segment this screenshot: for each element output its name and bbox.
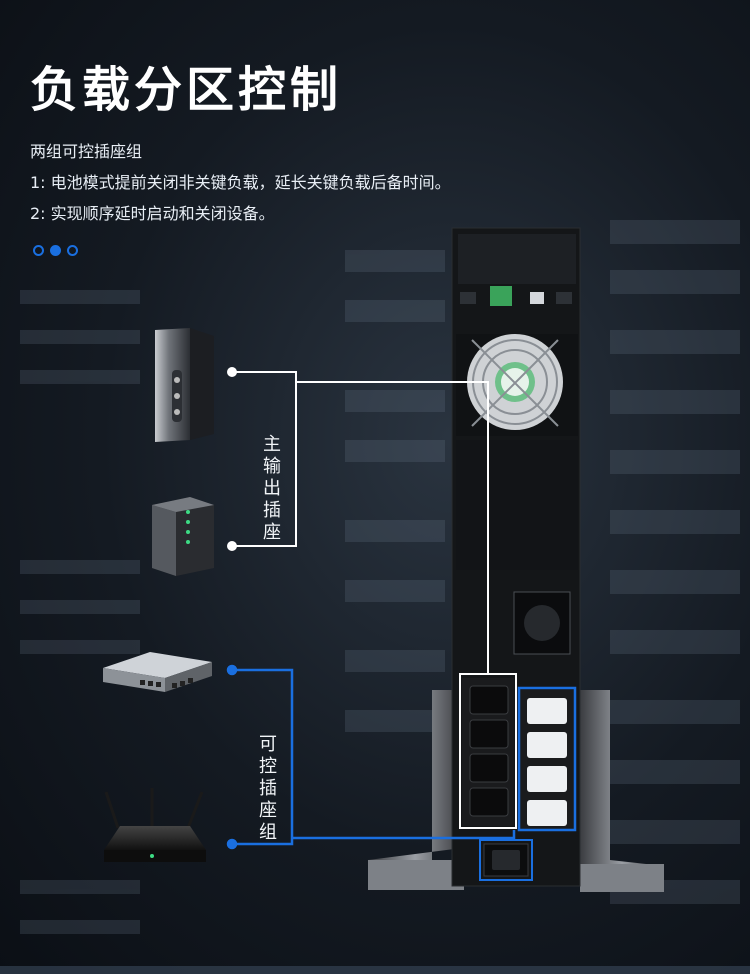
main-output-label: 主输出插座 [263,434,281,543]
controllable-outlets [518,690,574,830]
nas-icon [152,497,214,576]
ups-fan [456,334,578,436]
main-outlets [462,678,514,826]
main-output-connector [227,367,489,674]
controllable-group-label: 可控插座组 [259,734,277,843]
description-line-1: 1: 电池模式提前关闭非关键负载，延长关键负载后备时间。 [30,173,451,192]
carousel-indicator [33,245,78,256]
wifi-router-icon [104,788,206,862]
inlet-highlight [479,839,533,881]
power-inlet [483,843,529,877]
carousel-dot-2[interactable] [50,245,61,256]
carousel-dot-1[interactable] [33,245,44,256]
description-line-2: 2: 实现顺序延时启动和关闭设备。 [30,204,275,223]
ups-unit [451,227,581,887]
description: 两组可控插座组 1: 电池模式提前关闭非关键负载，延长关键负载后备时间。 2: … [30,136,451,229]
tower-server-icon [155,328,214,442]
description-heading: 两组可控插座组 [30,142,143,161]
controllable-outlet-highlight [517,686,577,832]
ups-ports [460,286,572,306]
page-title: 负载分区控制 [30,62,343,118]
network-switch-icon [103,652,212,692]
carousel-dot-3[interactable] [67,245,78,256]
controllable-output-connector [226,664,516,850]
